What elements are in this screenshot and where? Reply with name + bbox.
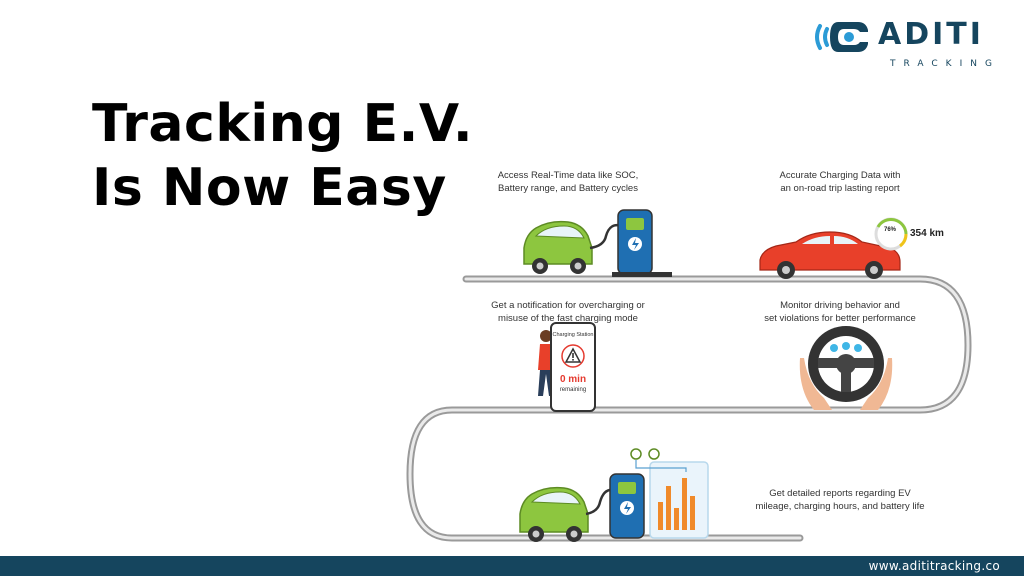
footer-url[interactable]: www.adititracking.co (868, 559, 1000, 573)
green-car-bottom-icon (519, 486, 589, 542)
caption-charging: Accurate Charging Data with an on-road t… (779, 170, 901, 194)
report-chart-icon (630, 448, 709, 539)
caption-driving: Monitor driving behavior and set violati… (764, 300, 916, 324)
gauge-range: 354 km (910, 228, 944, 239)
charging-cable (589, 223, 623, 250)
footer-bar: www.adititracking.co (0, 556, 1024, 576)
caption-notification: Get a notification for overcharging or m… (491, 300, 645, 324)
green-car-icon (523, 220, 593, 274)
ev-tracking-infographic: Access Real-Time data like SOC, Battery … (400, 152, 1012, 548)
page-title: Tracking E.V. Is Now Easy (92, 92, 473, 220)
battery-gauge-icon (874, 217, 908, 251)
phone-time: 0 min (559, 374, 587, 385)
charging-station-bottom-icon (609, 473, 645, 539)
gauge-percent: 76% (884, 227, 897, 233)
logo-wordmark: ADITI (878, 17, 984, 52)
red-car-icon (759, 231, 901, 279)
charging-station-icon (612, 209, 672, 277)
phone-header: Charging Station (552, 332, 594, 338)
steering-wheel-icon (799, 326, 893, 410)
caption-reports: Get detailed reports regarding EV mileag… (755, 488, 925, 512)
title-line-2: Is Now Easy (92, 158, 447, 218)
brand-logo: ADITI TRACKING (812, 14, 1008, 74)
logo-subtitle: TRACKING (890, 59, 1000, 69)
road-path-illustration (406, 209, 972, 542)
caption-realtime: Access Real-Time data like SOC, Battery … (497, 170, 639, 194)
phone-screen: Charging Station 0 min remaining (550, 322, 596, 412)
warning-icon (561, 344, 585, 368)
signal-c-logo-icon (815, 22, 868, 52)
title-line-1: Tracking E.V. (92, 94, 474, 154)
phone-remaining: remaining (559, 387, 587, 393)
